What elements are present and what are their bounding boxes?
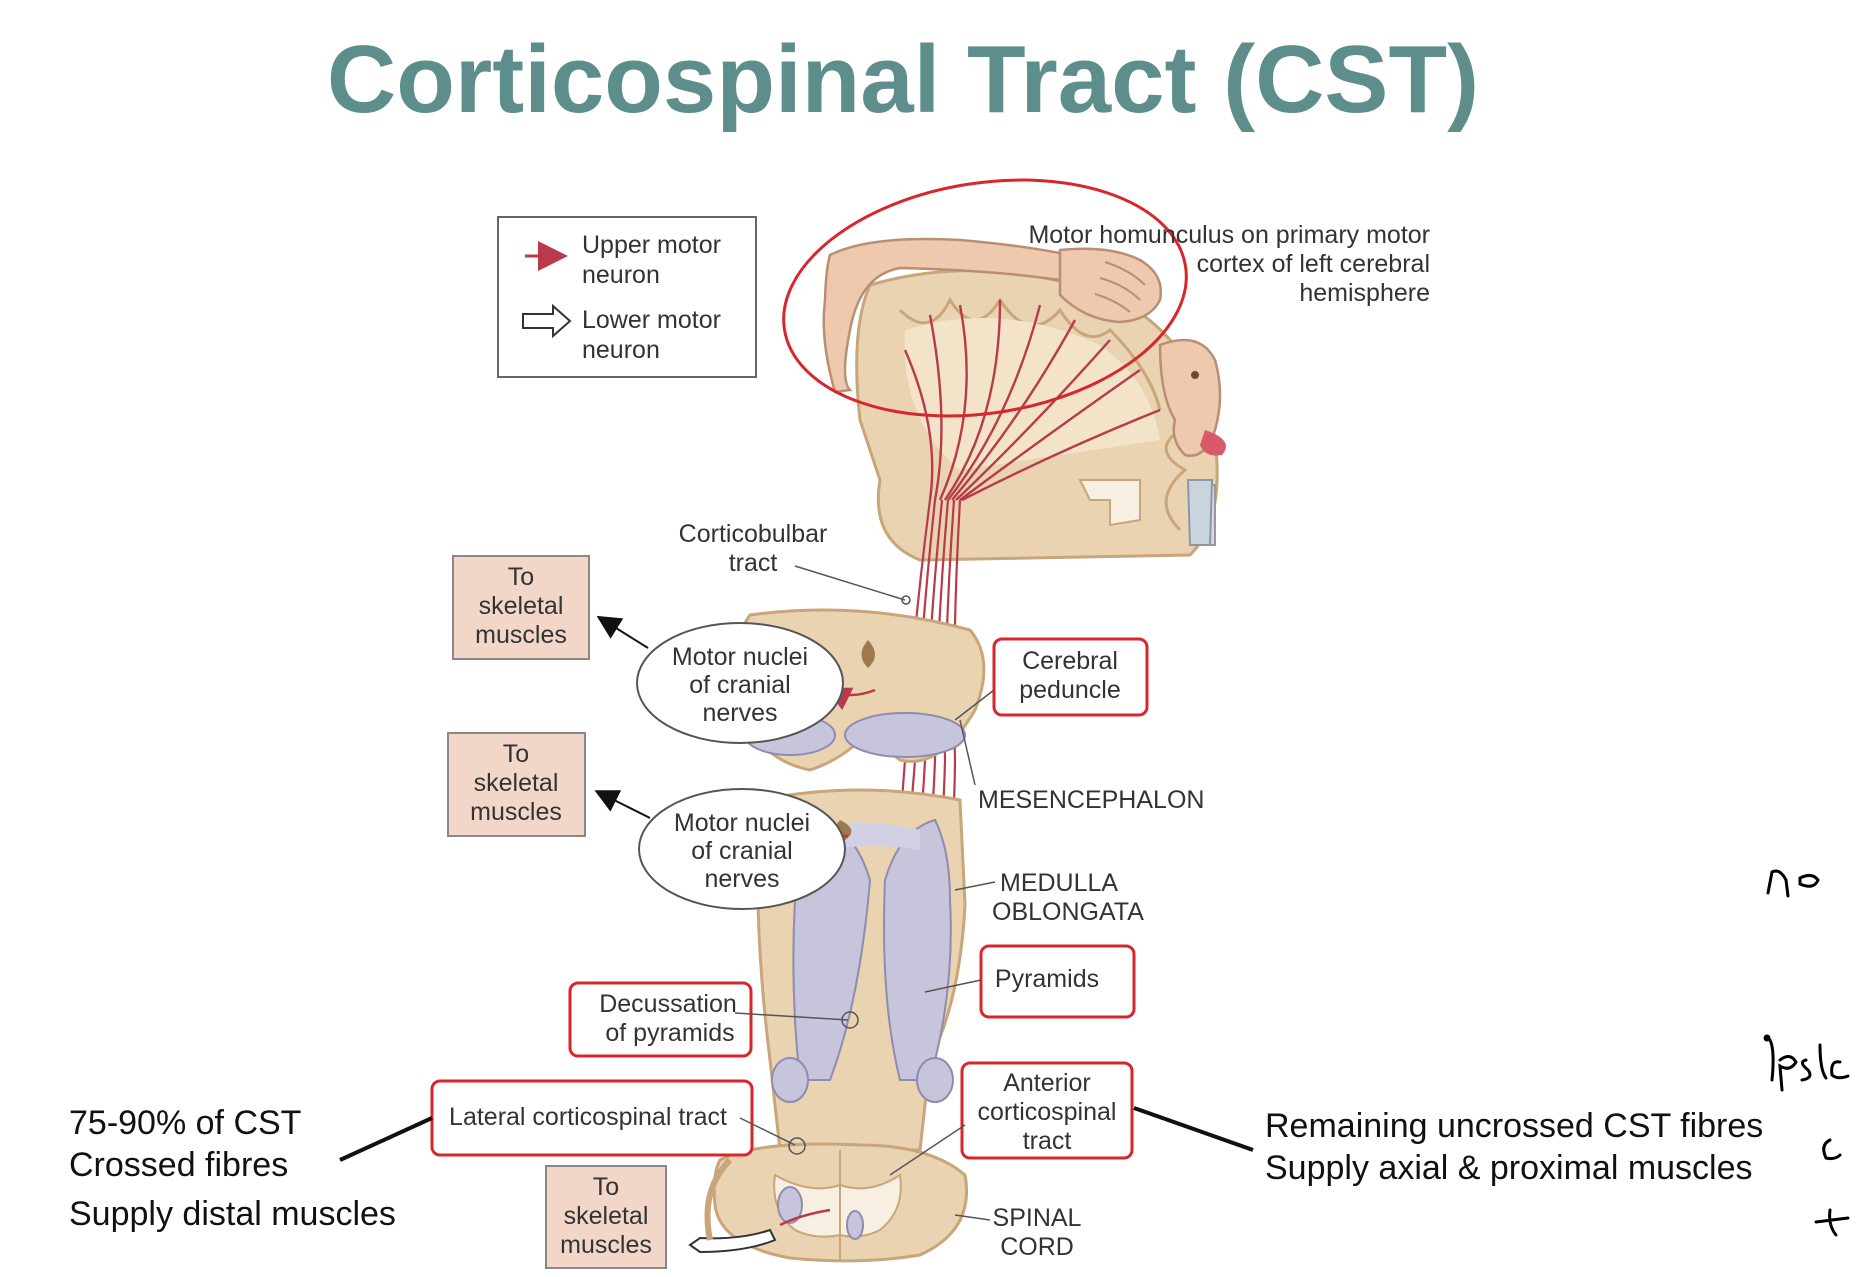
svg-text:peduncle: peduncle: [1019, 676, 1120, 704]
label-spinal-cord: SPINAL CORD: [954, 1204, 1082, 1261]
svg-text:Lateral corticospinal tract: Lateral corticospinal tract: [449, 1103, 727, 1131]
legend-upper-line2: neuron: [582, 261, 660, 289]
note-crossed-fibres: 75-90% of CST Crossed fibres Supply dist…: [69, 1104, 433, 1233]
svg-text:cortex of left cerebral: cortex of left cerebral: [1197, 250, 1430, 278]
svg-text:hemisphere: hemisphere: [1299, 279, 1430, 307]
svg-text:nerves: nerves: [702, 699, 777, 727]
homunculus-highlight-oval: [782, 178, 1188, 418]
label-lateral-corticospinal-tract: Lateral corticospinal tract: [430, 1079, 806, 1157]
to-skeletal-muscles-box-2: To skeletal muscles: [447, 732, 586, 837]
svg-text:75-90% of CST: 75-90% of CST: [69, 1104, 301, 1142]
legend-lower-line2: neuron: [582, 336, 660, 364]
lower-motor-neuron-arrow: [688, 1228, 777, 1254]
svg-text:OBLONGATA: OBLONGATA: [992, 898, 1144, 926]
svg-text:tract: tract: [1023, 1127, 1072, 1155]
svg-text:nerves: nerves: [704, 865, 779, 893]
svg-text:skeletal: skeletal: [564, 1202, 649, 1230]
motor-nuclei-ellipse-2: Motor nuclei of cranial nerves: [638, 788, 846, 910]
label-corticobulbar-tract: Corticobulbar tract: [679, 520, 911, 605]
svg-text:Motor nuclei: Motor nuclei: [674, 809, 810, 837]
slide-title: Corticospinal Tract (CST): [327, 26, 1479, 133]
svg-text:Anterior: Anterior: [1003, 1069, 1091, 1097]
svg-text:tract: tract: [729, 549, 778, 577]
label-medulla-oblongata: MEDULLA OBLONGATA: [954, 869, 1144, 926]
label-mesencephalon: MESENCEPHALON: [978, 786, 1204, 814]
motor-nuclei-ellipse-1: Motor nuclei of cranial nerves: [636, 622, 844, 744]
label-homunculus: Motor homunculus on primary motor cortex…: [1028, 221, 1430, 307]
homunculus-leg: [822, 237, 1075, 394]
svg-text:skeletal: skeletal: [479, 592, 564, 620]
svg-text:corticospinal: corticospinal: [978, 1098, 1117, 1126]
svg-text:skeletal: skeletal: [474, 769, 559, 797]
svg-text:Cerebral: Cerebral: [1022, 647, 1118, 675]
svg-text:CORD: CORD: [1000, 1233, 1074, 1261]
label-cerebral-peduncle: Cerebral peduncle: [954, 637, 1149, 721]
svg-text:To: To: [503, 740, 529, 768]
arrow-to-muscles-1: [596, 615, 649, 649]
svg-text:muscles: muscles: [470, 798, 562, 826]
lower-motor-neuron-swatch: [522, 303, 572, 339]
svg-text:of cranial: of cranial: [691, 837, 792, 865]
leader-mesencephalon: [959, 719, 976, 786]
svg-text:To: To: [593, 1173, 619, 1201]
svg-text:Motor homunculus on primary mo: Motor homunculus on primary motor: [1028, 221, 1430, 249]
svg-text:Decussation: Decussation: [599, 990, 737, 1018]
svg-text:Corticobulbar: Corticobulbar: [679, 520, 828, 548]
svg-text:of cranial: of cranial: [689, 671, 790, 699]
label-pyramids: Pyramids: [924, 944, 1136, 1019]
homunculus-hand: [1058, 247, 1163, 324]
svg-text:Supply distal muscles: Supply distal muscles: [69, 1195, 396, 1233]
svg-text:muscles: muscles: [560, 1231, 652, 1259]
svg-text:of pyramids: of pyramids: [605, 1019, 734, 1047]
to-skeletal-muscles-box-1: To skeletal muscles: [452, 555, 590, 660]
label-anterior-corticospinal-tract: Anterior corticospinal tract: [889, 1061, 1134, 1176]
to-skeletal-muscles-box-3: To skeletal muscles: [545, 1165, 667, 1269]
handwritten-scribbles: [1763, 869, 1850, 1237]
svg-text:muscles: muscles: [475, 621, 567, 649]
svg-text:Supply axial & proximal muscle: Supply axial & proximal muscles: [1265, 1149, 1753, 1187]
svg-text:Pyramids: Pyramids: [995, 965, 1099, 993]
label-decussation-of-pyramids: Decussation of pyramids: [568, 981, 859, 1058]
svg-text:SPINAL: SPINAL: [993, 1204, 1082, 1232]
svg-text:Motor nuclei: Motor nuclei: [672, 643, 808, 671]
legend: Upper motor neuron Lower motor neuron: [497, 216, 757, 378]
legend-upper-line1: Upper motor: [582, 231, 721, 259]
arrow-to-muscles-2: [594, 790, 651, 819]
svg-text:Remaining uncrossed CST fibres: Remaining uncrossed CST fibres: [1265, 1107, 1763, 1145]
note-uncrossed-fibres: Remaining uncrossed CST fibres Supply ax…: [1133, 1106, 1763, 1187]
svg-text:MEDULLA: MEDULLA: [1000, 869, 1118, 897]
svg-text:Crossed fibres: Crossed fibres: [69, 1146, 288, 1184]
svg-text:To: To: [508, 563, 534, 591]
legend-lower-line1: Lower motor: [582, 306, 721, 334]
